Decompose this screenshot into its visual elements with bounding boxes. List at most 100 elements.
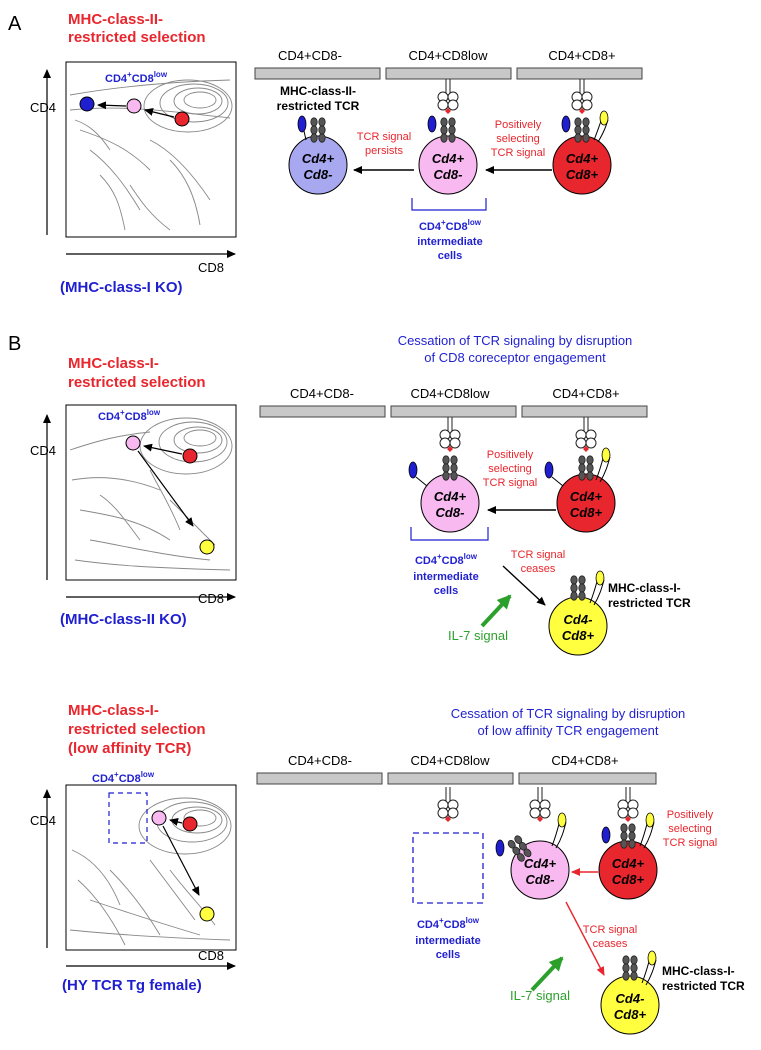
panel-b-il7-arrow <box>480 594 512 628</box>
panel-b-tcr-label-line2: restricted TCR <box>608 596 691 610</box>
panel-b-title-line2: of CD8 coreceptor engagement <box>424 350 606 365</box>
panel-a-tcr-label-line1: MHC-class-II- <box>280 84 356 98</box>
panel-a-plot-gate: CD4+CD8low <box>105 70 168 85</box>
svg-text:Cd4+: Cd4+ <box>302 151 335 166</box>
panel-c-dot-red <box>182 816 198 832</box>
panel-c-intermediate-line2: intermediate <box>415 935 480 947</box>
panel-a-stage2: CD4+CD8low <box>408 48 488 63</box>
panel-c-title-line1: Cessation of TCR signaling by disruption <box>451 706 686 721</box>
svg-text:Cd4+: Cd4+ <box>566 151 599 166</box>
panel-b-selection-line2: restricted selection <box>68 374 206 391</box>
panel-b-dot-red <box>182 448 198 464</box>
panel-a-selection-line1: MHC-class-II- <box>68 11 163 28</box>
panel-c-ceases-line1: TCR signal <box>583 924 637 936</box>
panel-a-bracket <box>411 198 487 211</box>
panel-b-bar1 <box>259 405 386 418</box>
panel-c-plot-gate: CD4+CD8low <box>92 770 155 785</box>
panel-b-mouse: (MHC-class-II KO) <box>60 611 187 628</box>
panel-c-dot-pink <box>151 810 167 826</box>
panel-b-stage1: CD4+CD8- <box>290 386 354 401</box>
panel-a-selection-line2: restricted selection <box>68 29 206 46</box>
panel-b-y-axis-label: CD4 <box>30 443 56 458</box>
panel-a-mouse: (MHC-class-I KO) <box>60 279 183 296</box>
panel-a-bar3 <box>516 67 643 80</box>
panel-c-intermediate-line1: CD4+CD8low <box>417 916 480 931</box>
panel-b-stage2: CD4+CD8low <box>410 386 490 401</box>
panel-c-dot-yellow <box>199 906 215 922</box>
panel-a-dot-pink <box>126 98 142 114</box>
panel-c-ceases-line2: ceases <box>593 938 628 950</box>
panel-c-gate-box <box>108 792 148 844</box>
svg-text:Cd8+: Cd8+ <box>570 505 603 520</box>
panel-a-intermediate-line2: intermediate <box>417 236 482 248</box>
panel-a-x-axis-label: CD8 <box>198 260 224 275</box>
panel-b-tcr-label-line1: MHC-class-I- <box>608 581 681 595</box>
panel-c-il7-label: IL-7 signal <box>510 988 570 1003</box>
panel-b-possel-line1: Positively <box>487 449 534 461</box>
panel-c-cell-cd8: Cd4- Cd8+ <box>600 950 660 1035</box>
panel-a-bar2 <box>385 67 512 80</box>
panel-a-stage1: CD4+CD8- <box>278 48 342 63</box>
svg-text:Cd8+: Cd8+ <box>562 628 595 643</box>
panel-c-stage3: CD4+CD8+ <box>551 753 618 768</box>
panel-c-empty-mhc <box>437 786 459 823</box>
panel-c-stage2: CD4+CD8low <box>410 753 490 768</box>
panel-c-empty-box <box>412 832 484 904</box>
panel-a-letter: A <box>8 13 22 35</box>
panel-b-il7-label: IL-7 signal <box>448 628 508 643</box>
panel-a-cell-intermediate: Cd4+ Cd8- <box>418 78 478 195</box>
panel-a-cell-cd4: Cd4+ Cd8- <box>288 115 348 195</box>
panel-b-cell-cd8: Cd4- Cd8+ <box>548 570 608 656</box>
panel-a-persists-line1: TCR signal <box>357 131 411 143</box>
panel-c-tcr-label-line2: restricted TCR <box>662 979 745 993</box>
panel-b-letter: B <box>8 333 21 355</box>
panel-b-selection-line1: MHC-class-I- <box>68 355 159 372</box>
svg-text:Cd8-: Cd8- <box>526 872 555 887</box>
panel-c-cell-dp: Cd4+ Cd8+ <box>598 786 658 900</box>
svg-text:Cd8-: Cd8- <box>304 167 333 182</box>
panel-a-possel-line3: TCR signal <box>491 147 545 159</box>
panel-c-stage1: CD4+CD8- <box>288 753 352 768</box>
panel-c-il7-arrow <box>530 956 564 992</box>
svg-text:Cd8-: Cd8- <box>436 505 465 520</box>
panel-c-mouse: (HY TCR Tg female) <box>62 977 202 994</box>
svg-text:Cd4+: Cd4+ <box>432 151 465 166</box>
panel-c-bar3 <box>518 772 657 785</box>
panel-b-dot-pink <box>125 435 141 451</box>
panel-a-dot-red <box>174 111 190 127</box>
panel-c-x-axis-label: CD8 <box>198 948 224 963</box>
svg-text:Cd8-: Cd8- <box>434 167 463 182</box>
panel-b-bar3 <box>521 405 648 418</box>
panel-c-facs-plot <box>65 784 237 951</box>
panel-c-possel-line3: TCR signal <box>663 837 717 849</box>
panel-c-y-axis-label: CD4 <box>30 813 56 828</box>
svg-text:Cd4-: Cd4- <box>616 991 645 1006</box>
svg-text:Cd8+: Cd8+ <box>566 167 599 182</box>
panel-b-possel-line3: TCR signal <box>483 477 537 489</box>
panel-b-title-line1: Cessation of TCR signaling by disruption <box>398 333 633 348</box>
panel-a-possel-line2: selecting <box>496 133 539 145</box>
panel-c-selection-line3: (low affinity TCR) <box>68 740 191 757</box>
panel-a-intermediate-line1: CD4+CD8low <box>419 218 482 233</box>
panel-b-plot-gate: CD4+CD8low <box>98 408 161 423</box>
panel-a-cell-dp: Cd4+ Cd8+ <box>552 78 612 195</box>
panel-c-selection-line1: MHC-class-I- <box>68 702 159 719</box>
panel-c-bar1 <box>256 772 383 785</box>
panel-c-selection-line2: restricted selection <box>68 721 206 738</box>
panel-b-bracket <box>410 527 489 541</box>
panel-a-dot-blue <box>79 96 95 112</box>
panel-c-bar2 <box>387 772 514 785</box>
svg-text:Cd8+: Cd8+ <box>614 1007 647 1022</box>
panel-b-dot-yellow <box>199 539 215 555</box>
panel-a-y-axis-label: CD4 <box>30 100 56 115</box>
panel-b-intermediate-line1: CD4+CD8low <box>415 552 478 567</box>
panel-b-bar2 <box>390 405 517 418</box>
panel-b-intermediate-line3: cells <box>434 585 458 597</box>
svg-text:Cd4-: Cd4- <box>564 612 593 627</box>
panel-c-cell-intermediate: Cd4+ Cd8- <box>495 786 570 900</box>
panel-a-tcr-label-line2: restricted TCR <box>277 99 360 113</box>
panel-c-possel-line1: Positively <box>667 809 714 821</box>
panel-b-intermediate-line2: intermediate <box>413 571 478 583</box>
panel-b-ceases-line1: TCR signal <box>511 549 565 561</box>
svg-text:Cd4+: Cd4+ <box>524 856 557 871</box>
